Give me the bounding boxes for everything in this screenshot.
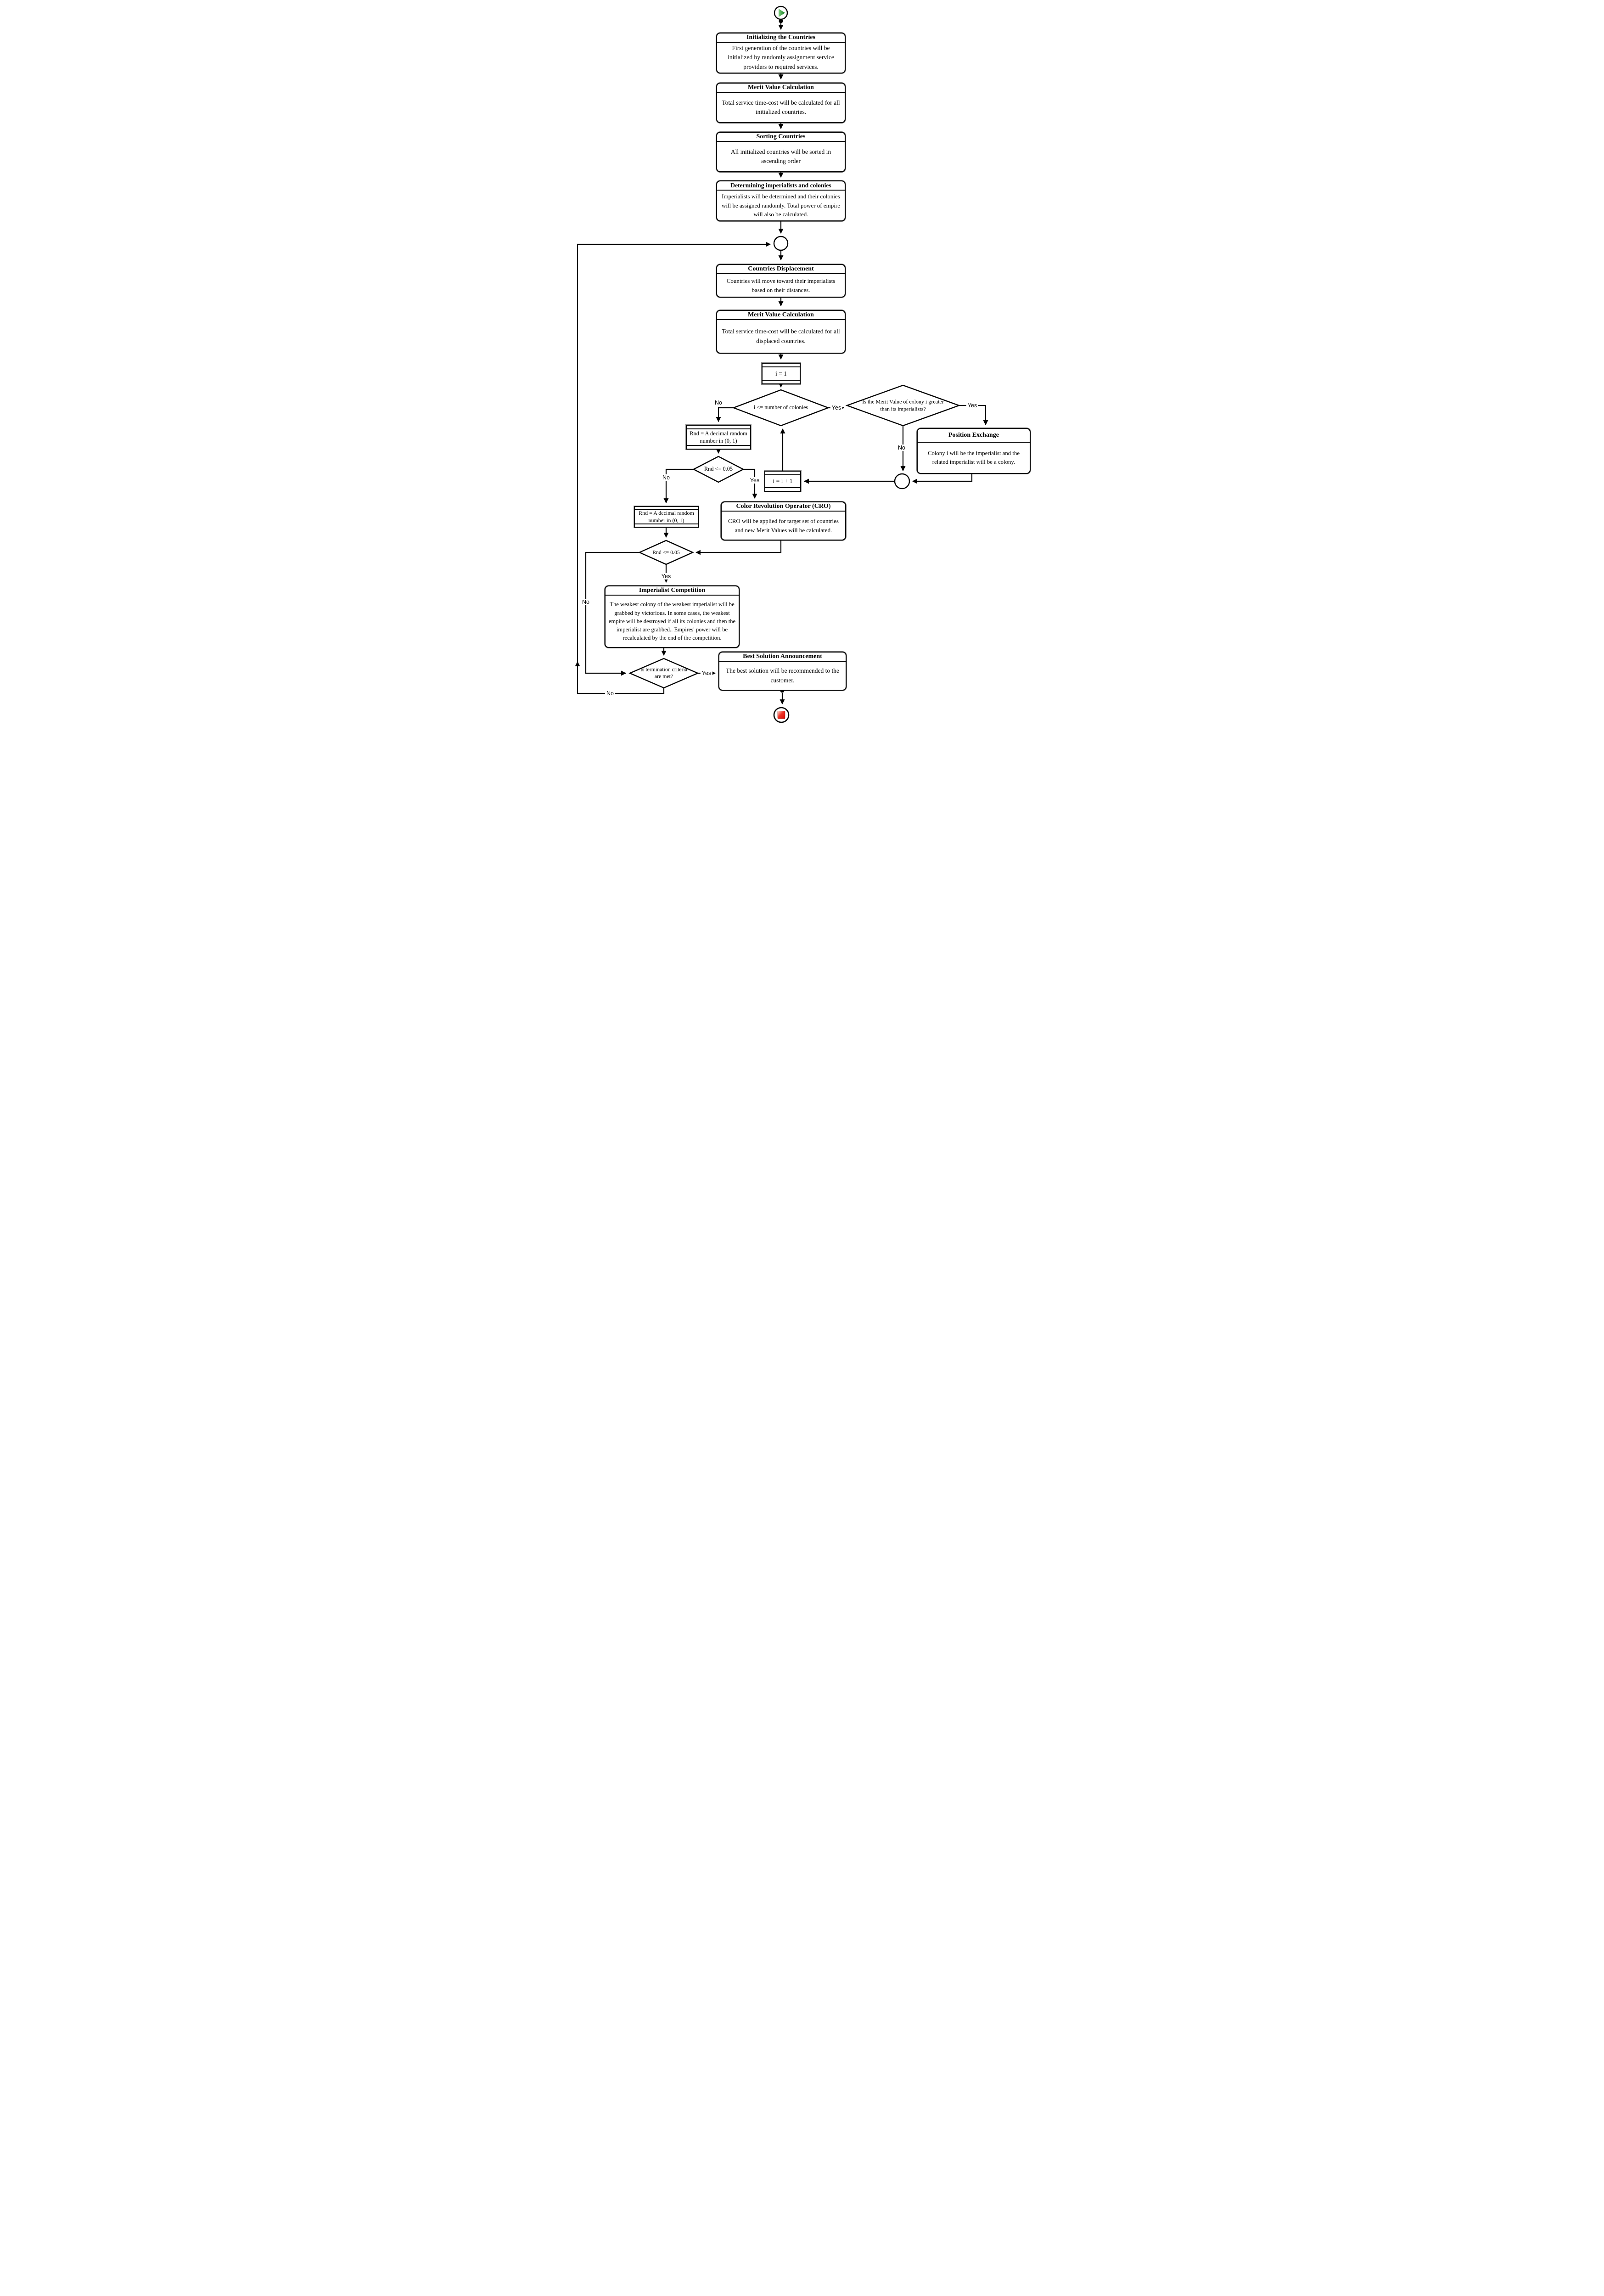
node-rnd1: Rnd = A decimal random number in (0, 1) [686, 425, 751, 450]
node-title: Merit Value Calculation [717, 84, 845, 93]
node-body: Colony i will be the imperialist and the… [927, 450, 1020, 465]
node-title: Sorting Countries [717, 133, 845, 142]
colonies-check-label: i <= number of colonies [753, 404, 808, 411]
node-title: Position Exchange [918, 429, 1030, 443]
edge-label-rnd1-no: No [661, 474, 671, 481]
play-icon [779, 9, 785, 17]
node-imperialist-competition: Imperialist Competition The weakest colo… [605, 585, 740, 648]
node-merit-value-calculation-1: Merit Value Calculation Total service ti… [716, 83, 846, 123]
edge-label-colonies-no: No [713, 400, 723, 406]
node-position-exchange: Position Exchange Colony i will be the i… [917, 428, 1031, 474]
node-body: Imperialists will be determined and thei… [722, 193, 840, 218]
node-set-i: i = 1 [762, 363, 801, 384]
node-body: Total service time-cost will be calculat… [722, 99, 840, 115]
edge-label-rnd2-no: No [581, 599, 591, 605]
junction-circle-merge [894, 473, 910, 490]
node-title: Determining imperialists and colonies [717, 181, 845, 191]
node-body: The best solution will be recommended to… [725, 667, 840, 684]
node-color-revolution-operator: Color Revolution Operator (CRO) CRO will… [721, 501, 846, 540]
node-best-solution-announcement: Best Solution Announcement The best solu… [718, 652, 847, 691]
junction-circle-top [773, 236, 789, 251]
node-body: Countries will move toward their imperia… [726, 277, 836, 293]
node-title: Imperialist Competition [606, 586, 739, 596]
node-merit-value-calculation-2: Merit Value Calculation Total service ti… [716, 310, 846, 354]
rnd1-check-label: Rnd <= 0.05 [704, 466, 733, 473]
flowchart-canvas: Initializing the Countries First generat… [570, 0, 1034, 730]
node-label: Rnd = A decimal random number in (0, 1) [687, 428, 750, 446]
node-title: Best Solution Announcement [719, 653, 846, 662]
node-body: First generation of the countries will b… [728, 45, 834, 70]
node-label: Rnd = A decimal random number in (0, 1) [635, 509, 698, 524]
edge-label-termination-yes: Yes [700, 670, 713, 676]
edge-label-termination-no: No [605, 690, 615, 697]
merit-check-label: Is the Merit Value of colony i greater t… [862, 398, 944, 412]
node-rnd2: Rnd = A decimal random number in (0, 1) [634, 506, 699, 528]
node-sorting-countries: Sorting Countries All initialized countr… [716, 132, 846, 172]
edge-label-merit-no: No [897, 445, 907, 451]
stop-icon [777, 711, 785, 719]
node-countries-displacement: Countries Displacement Countries will mo… [716, 264, 846, 298]
diamond-rnd2-check [638, 540, 694, 565]
node-label: i = 1 [763, 366, 800, 381]
node-label: i = i + 1 [765, 474, 800, 488]
node-initializing-countries: Initializing the Countries First generat… [716, 33, 846, 73]
node-body: All initialized countries will be sorted… [730, 148, 831, 164]
node-title: Merit Value Calculation [717, 311, 845, 320]
start-node-icon [774, 6, 788, 23]
flow-connectors [575, 6, 988, 723]
loop-up-arrowhead [575, 661, 580, 666]
node-title: Countries Displacement [717, 265, 845, 274]
rnd2-check-label: Rnd <= 0.05 [652, 549, 680, 556]
node-body: CRO will be applied for target set of co… [728, 518, 839, 534]
edge-label-rnd2-yes: Yes [660, 573, 673, 580]
node-increment-i: i = i + 1 [764, 471, 801, 492]
node-title: Initializing the Countries [717, 34, 845, 43]
node-body: Total service time-cost will be calculat… [722, 328, 840, 344]
edge-label-merit-yes: Yes [966, 402, 979, 409]
node-body: The weakest colony of the weakest imperi… [608, 601, 736, 642]
end-node-icon [773, 688, 790, 723]
node-title: Color Revolution Operator (CRO) [722, 502, 845, 512]
termination-check-label: Is termination criteria are met? [640, 666, 688, 680]
edge-label-rnd1-yes: Yes [748, 477, 761, 484]
edge-label-colonies-yes: Yes [830, 405, 843, 411]
node-determining-imperialists: Determining imperialists and colonies Im… [716, 180, 846, 221]
